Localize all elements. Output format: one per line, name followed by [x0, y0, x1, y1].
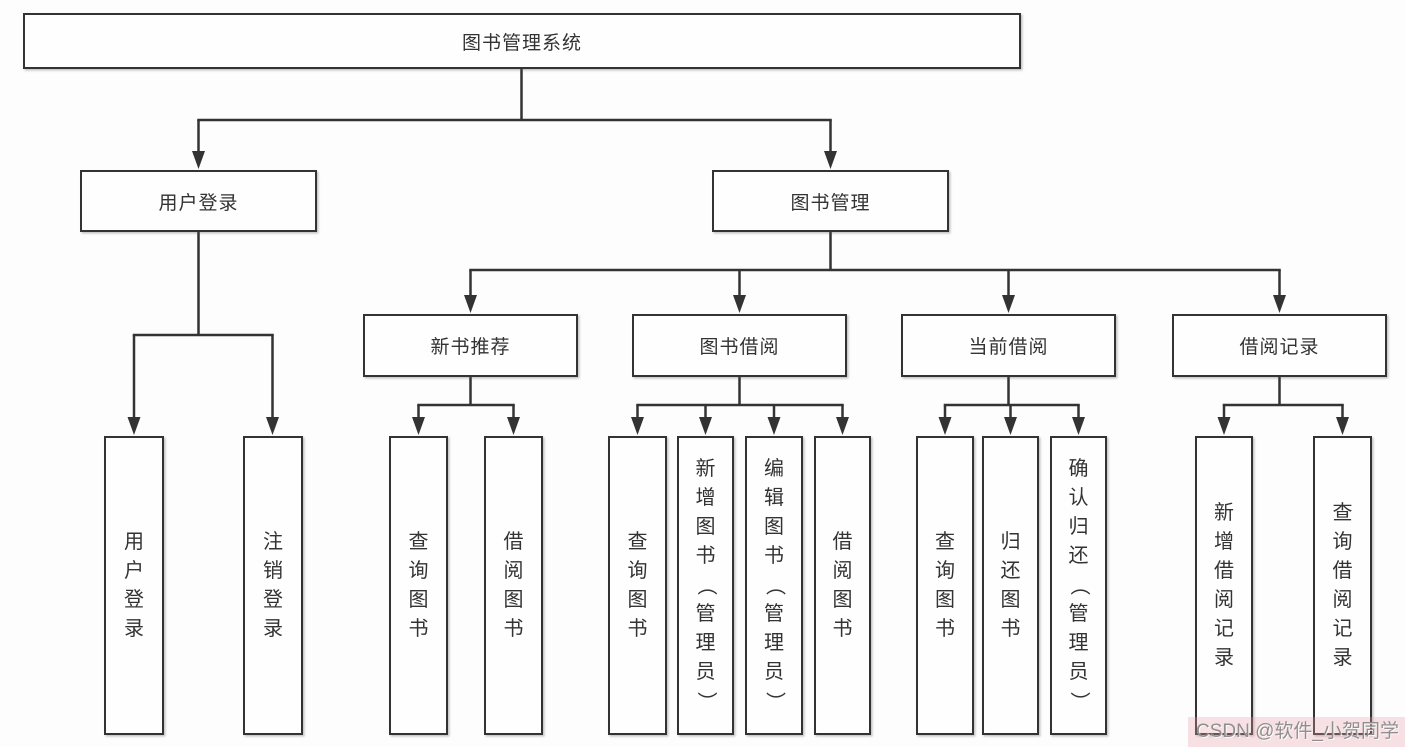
leaf-cb-return-books: 归还图书	[982, 436, 1039, 735]
leaf-logout-label: 注销登录	[263, 530, 283, 640]
node-borrowing-records: 借阅记录	[1172, 314, 1387, 377]
node-borrowing-records-label: 借阅记录	[1239, 337, 1320, 358]
node-new-book-recommend-label: 新书推荐	[430, 337, 511, 358]
csdn-watermark: CSDN @软件_小贺同学	[1188, 717, 1405, 747]
leaf-nb-borrow-books: 借阅图书	[484, 436, 543, 735]
leaf-bb-add-books-admin-label: 新增图书（管理员）	[695, 458, 717, 712]
node-new-book-recommend: 新书推荐	[363, 314, 578, 377]
leaf-br-query-record-label: 查询借阅记录	[1332, 501, 1353, 669]
leaf-user-login-label: 用户登录	[124, 530, 144, 640]
leaf-cb-query-books-label: 查询图书	[935, 530, 955, 640]
leaf-cb-confirm-return-admin-label: 确认归还（管理员）	[1068, 458, 1090, 712]
node-user-login-label: 用户登录	[158, 192, 239, 214]
node-book-management-label: 图书管理	[790, 192, 871, 214]
node-book-management: 图书管理	[712, 170, 949, 232]
leaf-cb-query-books: 查询图书	[916, 436, 974, 735]
leaf-bb-query-books: 查询图书	[608, 436, 667, 735]
leaf-bb-add-books-admin: 新增图书（管理员）	[677, 436, 734, 735]
leaf-nb-query-books-label: 查询图书	[408, 530, 429, 640]
leaf-user-login: 用户登录	[104, 436, 164, 735]
leaf-cb-return-books-label: 归还图书	[1000, 530, 1021, 640]
leaf-cb-confirm-return-admin: 确认归还（管理员）	[1050, 436, 1107, 735]
leaf-bb-query-books-label: 查询图书	[627, 530, 648, 640]
node-current-borrowing: 当前借阅	[901, 314, 1116, 377]
leaf-bb-borrow-books: 借阅图书	[814, 436, 871, 735]
node-current-borrowing-label: 当前借阅	[968, 337, 1049, 358]
node-book-borrowing-label: 图书借阅	[699, 337, 780, 358]
leaf-br-add-record-label: 新增借阅记录	[1214, 501, 1234, 669]
leaf-bb-edit-books-admin-label: 编辑图书（管理员）	[763, 458, 786, 712]
leaf-br-add-record: 新增借阅记录	[1195, 436, 1253, 735]
leaf-bb-edit-books-admin: 编辑图书（管理员）	[745, 436, 803, 735]
leaf-bb-borrow-books-label: 借阅图书	[832, 530, 853, 640]
node-book-borrowing: 图书借阅	[632, 314, 847, 377]
leaf-br-query-record: 查询借阅记录	[1313, 436, 1372, 735]
node-user-login: 用户登录	[80, 170, 317, 232]
leaf-logout: 注销登录	[243, 436, 303, 735]
leaf-nb-borrow-books-label: 借阅图书	[503, 530, 524, 640]
node-root: 图书管理系统	[23, 13, 1021, 69]
leaf-nb-query-books: 查询图书	[389, 436, 448, 735]
node-root-label: 图书管理系统	[461, 32, 582, 54]
